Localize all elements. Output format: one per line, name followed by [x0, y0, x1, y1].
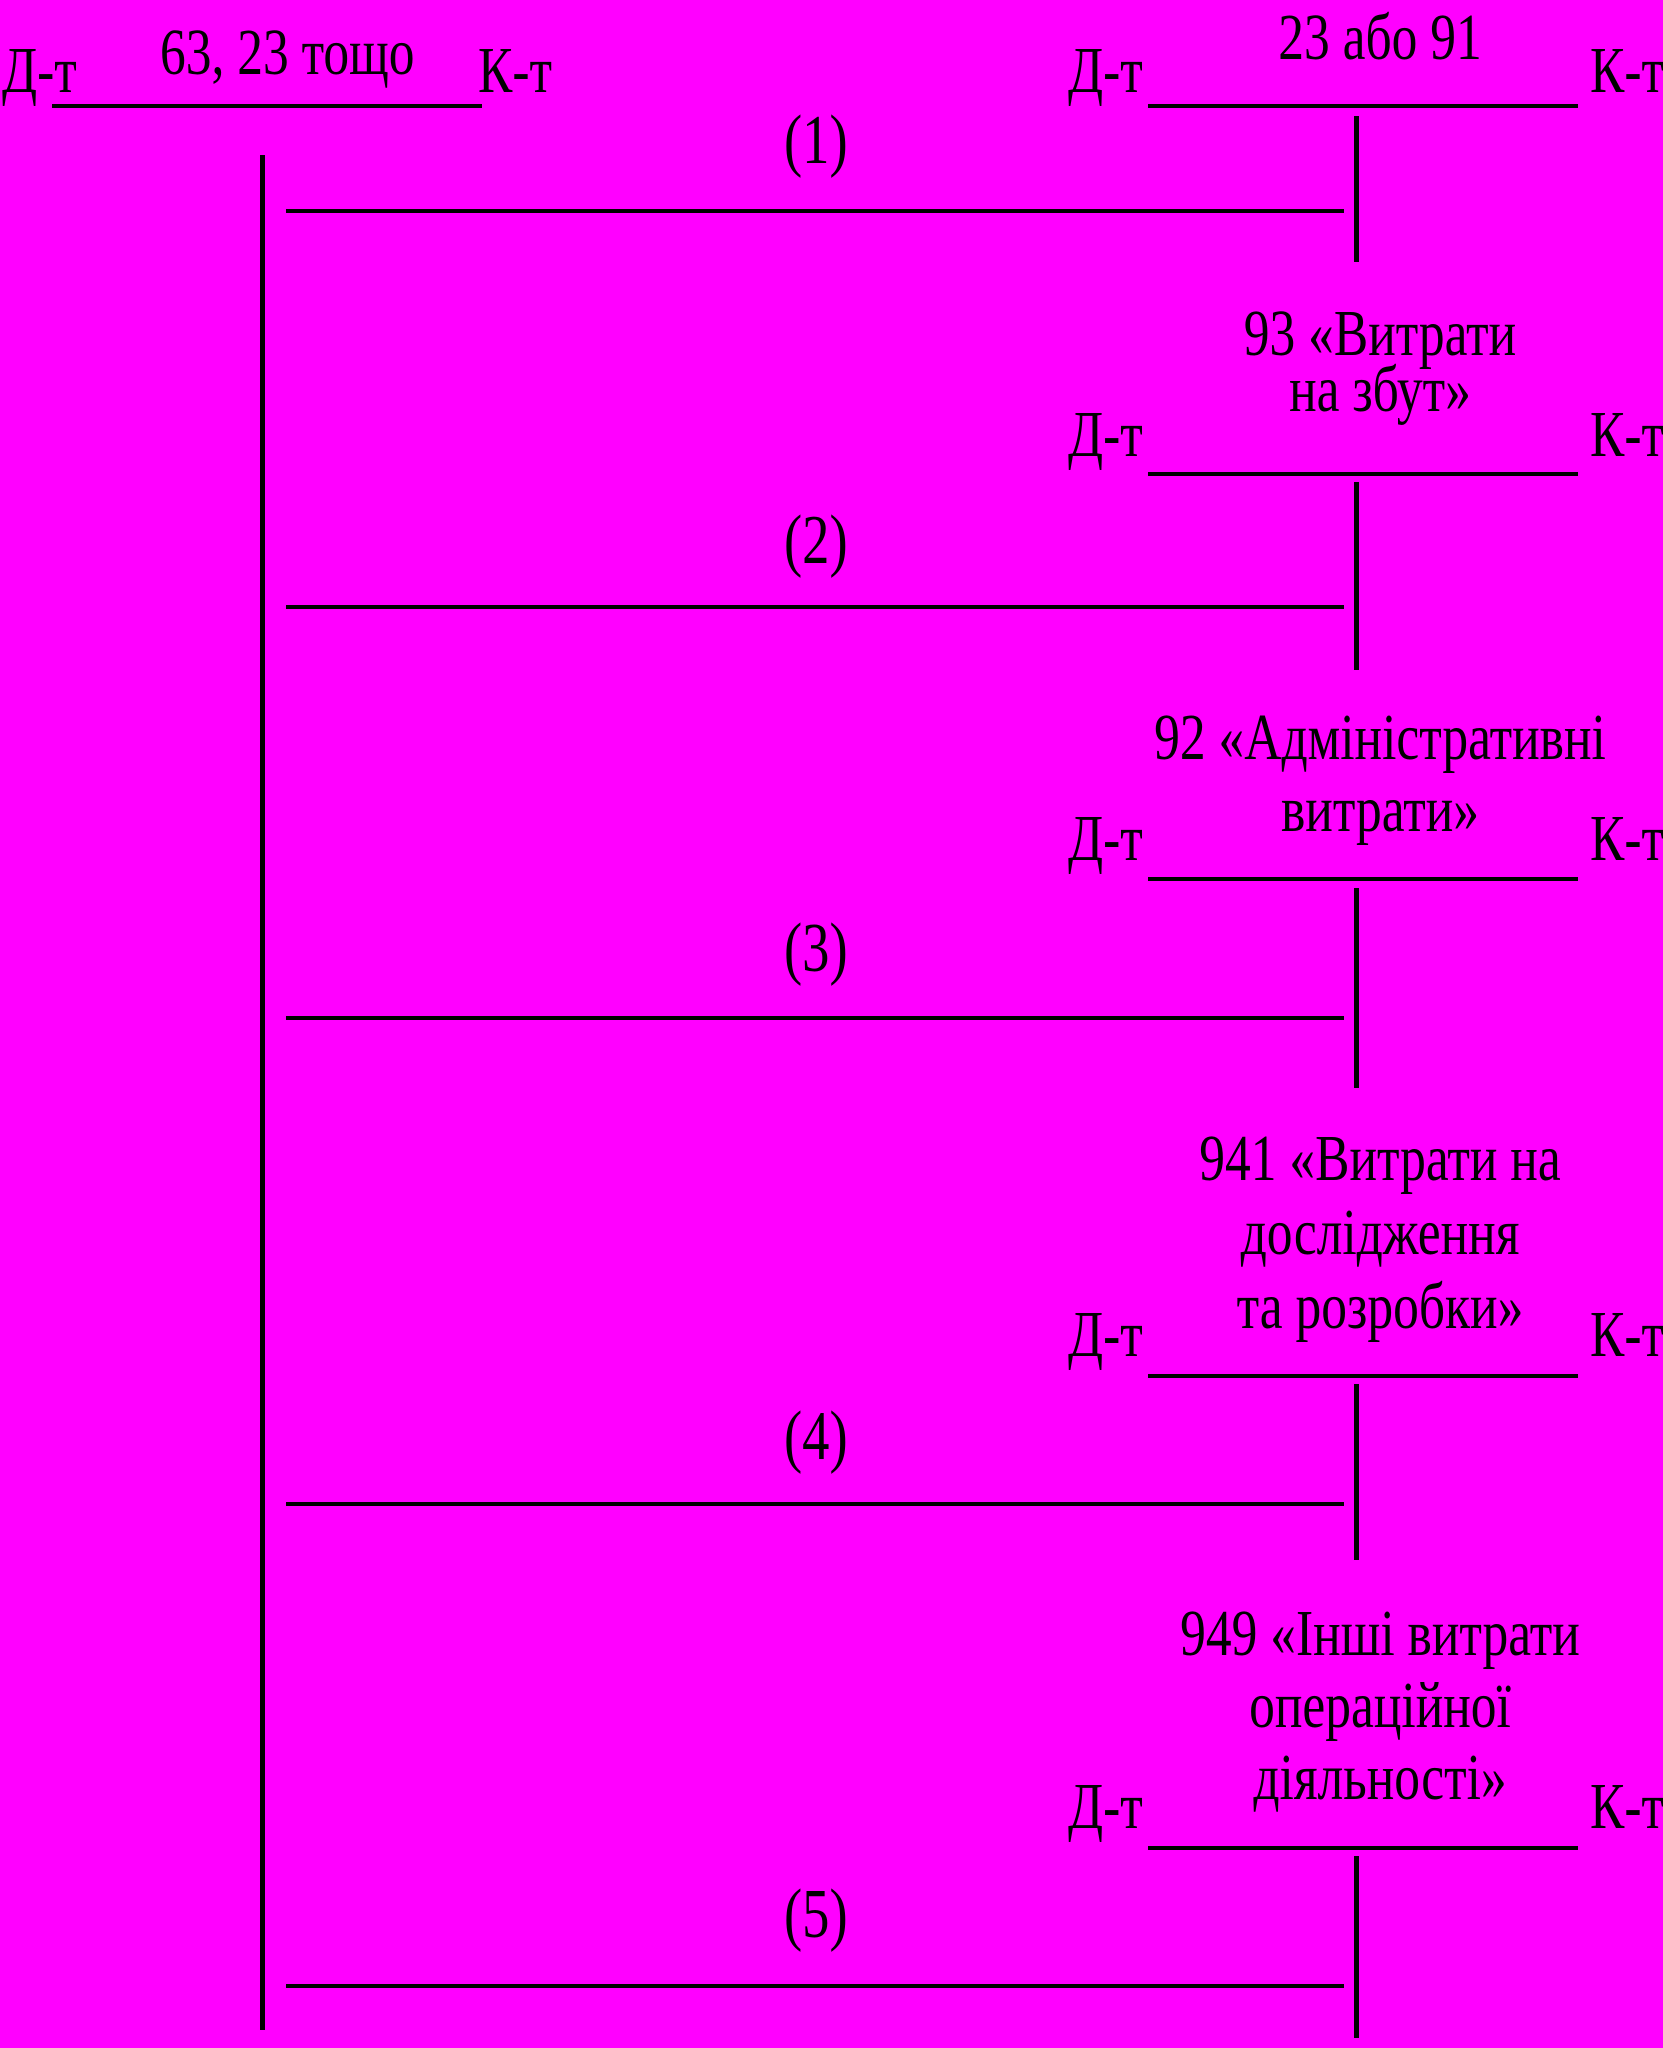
- target-4-title-line-3: та розробки»: [1236, 1270, 1524, 1343]
- entry-5-line: [286, 1984, 1344, 1988]
- entry-4-line: [286, 1502, 1344, 1506]
- entry-4-label: (4): [784, 1398, 848, 1475]
- target-3-title: 92 «Адміністративні витрати»: [1146, 702, 1614, 846]
- target-5-horizontal-line: [1148, 1846, 1578, 1850]
- target-5-title-line-2: операційної: [1249, 1669, 1511, 1742]
- entry-5-label: (5): [784, 1876, 848, 1953]
- target-3-credit-label: К-т: [1590, 802, 1663, 875]
- target-3-debit-label: Д-т: [1068, 802, 1143, 875]
- target-3-horizontal-line: [1148, 877, 1578, 881]
- entry-1-line: [286, 209, 1344, 213]
- target-5-title: 949 «Інші витрати операційної діяльності…: [1146, 1598, 1614, 1814]
- target-4-title-line-1: 941 «Витрати на: [1199, 1122, 1561, 1195]
- target-4-credit-label: К-т: [1590, 1298, 1663, 1371]
- target-2-debit-label: Д-т: [1068, 398, 1143, 471]
- target-1-vertical-line: [1354, 116, 1359, 262]
- target-1-horizontal-line: [1148, 104, 1578, 108]
- source-credit-label: К-т: [478, 34, 552, 107]
- target-2-horizontal-line: [1148, 472, 1578, 476]
- target-5-debit-label: Д-т: [1068, 1770, 1143, 1843]
- target-1-credit-label: К-т: [1590, 34, 1663, 107]
- target-1-title-line: 23 або 91: [1278, 1, 1482, 74]
- entry-1-label: (1): [784, 102, 848, 179]
- target-2-title-line-1: 93 «Витрати: [1243, 297, 1517, 370]
- source-account-horizontal-line: [52, 104, 482, 108]
- target-2-credit-label: К-т: [1590, 398, 1663, 471]
- target-4-title: 941 «Витрати на дослідження та розробки»: [1146, 1122, 1614, 1344]
- target-1-debit-label: Д-т: [1068, 34, 1143, 107]
- source-account-vertical-line: [260, 155, 265, 2030]
- target-4-debit-label: Д-т: [1068, 1298, 1143, 1371]
- target-5-vertical-line: [1354, 1856, 1359, 2038]
- target-4-vertical-line: [1354, 1384, 1359, 1560]
- entry-3-label: (3): [784, 910, 848, 987]
- target-2-vertical-line: [1354, 482, 1359, 670]
- entry-3-line: [286, 1016, 1344, 1020]
- target-4-title-line-2: дослідження: [1240, 1196, 1520, 1269]
- target-2-title-line-2: на збут»: [1289, 353, 1471, 426]
- target-4-horizontal-line: [1148, 1374, 1578, 1378]
- target-3-title-line-2: витрати»: [1280, 773, 1480, 846]
- target-1-title: 23 або 91: [1146, 2, 1614, 74]
- target-3-title-line-1: 92 «Адміністративні: [1154, 701, 1606, 774]
- target-3-vertical-line: [1354, 888, 1359, 1088]
- source-account-title: 63, 23 тощо: [160, 16, 415, 89]
- entry-2-line: [286, 605, 1344, 609]
- target-5-title-line-1: 949 «Інші витрати: [1180, 1597, 1580, 1670]
- target-5-title-line-3: діяльності»: [1253, 1741, 1507, 1814]
- source-debit-label: Д-т: [2, 34, 77, 107]
- target-2-title: 93 «Витрати на збут»: [1146, 297, 1614, 426]
- target-5-credit-label: К-т: [1590, 1770, 1663, 1843]
- entry-2-label: (2): [784, 502, 848, 579]
